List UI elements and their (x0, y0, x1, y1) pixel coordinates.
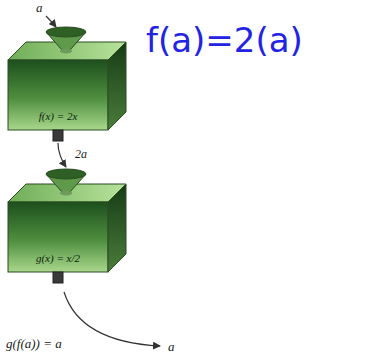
function-rule: g(x) = x/2 (8, 252, 108, 264)
input-label: a (36, 0, 43, 16)
function-rule: f(x) = 2x (8, 110, 108, 122)
output-arrow (64, 292, 160, 346)
output-label: a (168, 339, 175, 355)
function-machine: g(x) = x/2 (8, 184, 126, 272)
handwritten-note: f(a)=2(a) (146, 20, 303, 60)
flow-arrow (58, 143, 66, 167)
composition-label: g(f(a)) = a (6, 336, 62, 352)
input-arrow (46, 16, 56, 27)
edge-label: 2a (74, 147, 88, 162)
function-machine: f(x) = 2x (8, 42, 126, 130)
